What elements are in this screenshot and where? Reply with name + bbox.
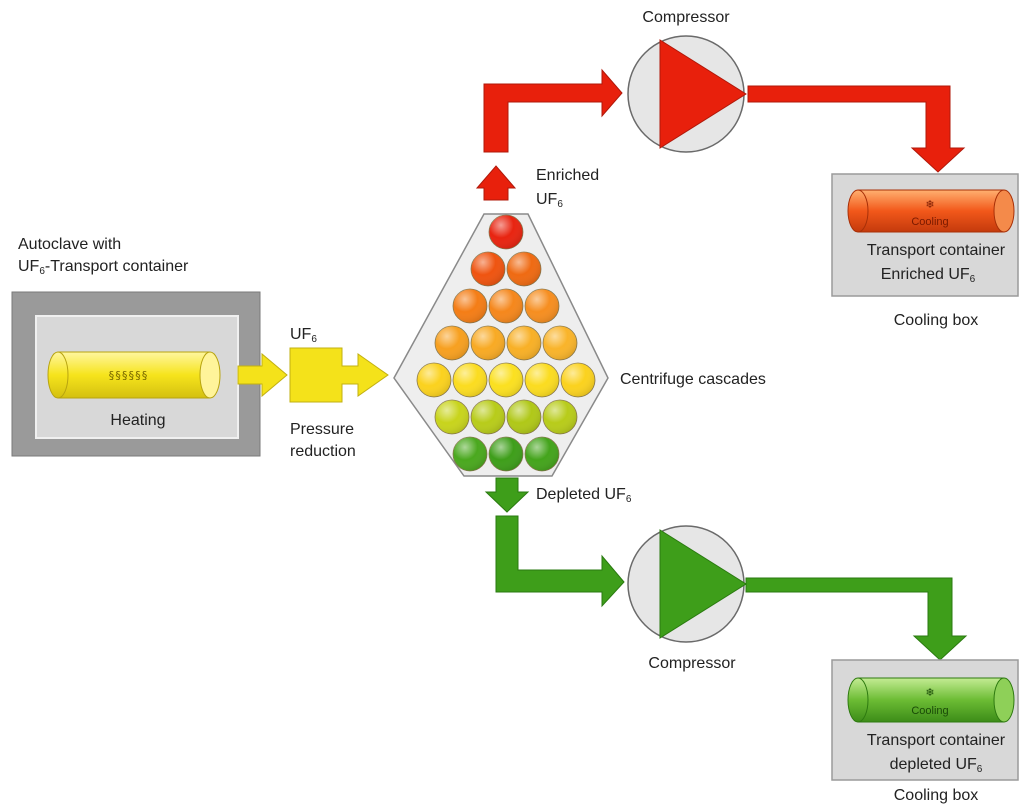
cooling-box-top: ❄ Cooling Transport container Enriched U… bbox=[831, 173, 1019, 329]
heating-label: Heating bbox=[110, 412, 165, 429]
compressor-top: Compressor bbox=[627, 9, 747, 153]
centrifuge-ball-highlight bbox=[507, 400, 541, 434]
centrifuge-ball-highlight bbox=[489, 363, 523, 397]
centrifuge-ball-highlight bbox=[543, 400, 577, 434]
pressure-label-line1: Pressure bbox=[290, 421, 354, 438]
centrifuge-ball-highlight bbox=[471, 252, 505, 286]
heating-coil-icon: §§§§§§ bbox=[108, 369, 148, 382]
depleted-exit-arrow bbox=[484, 477, 530, 513]
feed-arrow-1 bbox=[237, 352, 288, 398]
centrifuge-cascade: Centrifuge cascades bbox=[393, 213, 766, 477]
depleted-label: Depleted UF6 bbox=[536, 486, 632, 505]
centrifuge-ball-highlight bbox=[525, 437, 559, 471]
centrifuge-ball-highlight bbox=[453, 363, 487, 397]
cooling-box-bottom-line2: depleted UF6 bbox=[890, 756, 983, 775]
depleted-flow: Depleted UF6 bbox=[484, 477, 968, 661]
cylinder-cooling-label: Cooling bbox=[911, 216, 948, 228]
cylinder-cooling-label: Cooling bbox=[911, 705, 948, 717]
centrifuge-ball-highlight bbox=[471, 326, 505, 360]
depleted-pipe-to-cooling bbox=[745, 577, 968, 661]
snowflake-icon: ❄ bbox=[925, 199, 934, 211]
cascade-centrifuges bbox=[416, 214, 596, 472]
centrifuge-ball-highlight bbox=[453, 289, 487, 323]
centrifuge-ball-highlight bbox=[561, 363, 595, 397]
cooling-box-top-label: Cooling box bbox=[894, 312, 979, 329]
centrifuge-ball-highlight bbox=[507, 326, 541, 360]
pressure-label-line2: reduction bbox=[290, 443, 356, 460]
feed-cylinder: §§§§§§ bbox=[47, 351, 221, 399]
enriched-label-line1: Enriched bbox=[536, 167, 599, 184]
pressure-reduction-valve bbox=[289, 347, 389, 403]
enriched-label-line2: UF6 bbox=[536, 191, 563, 210]
depleted-cylinder: ❄ Cooling bbox=[847, 677, 1015, 723]
enriched-cylinder: ❄ Cooling bbox=[847, 189, 1015, 233]
centrifuge-ball-highlight bbox=[525, 363, 559, 397]
compressor-bottom-label: Compressor bbox=[648, 655, 736, 672]
cooling-box-bottom: ❄ Cooling Transport container depleted U… bbox=[831, 659, 1019, 804]
centrifuge-ball-highlight bbox=[525, 289, 559, 323]
depleted-pipe-to-compressor bbox=[495, 515, 625, 608]
centrifuge-ball-highlight bbox=[489, 215, 523, 249]
compressor-bottom: Compressor bbox=[627, 525, 747, 672]
centrifuge-ball-highlight bbox=[417, 363, 451, 397]
compressor-top-label: Compressor bbox=[642, 9, 730, 26]
autoclave-title-line2: UF6-Transport container bbox=[18, 258, 189, 277]
cascade-label: Centrifuge cascades bbox=[620, 371, 766, 388]
uf6-feed-label: UF6 bbox=[290, 326, 317, 345]
centrifuge-ball-highlight bbox=[471, 400, 505, 434]
cooling-box-top-line2: Enriched UF6 bbox=[881, 266, 976, 285]
compressor-bottom-triangle-icon bbox=[659, 529, 747, 639]
enriched-flow: Enriched UF6 bbox=[475, 68, 966, 210]
enriched-exit-arrow bbox=[475, 165, 517, 201]
centrifuge-ball-highlight bbox=[435, 326, 469, 360]
compressor-top-triangle-icon bbox=[659, 39, 747, 149]
centrifuge-ball-highlight bbox=[489, 437, 523, 471]
centrifuge-ball-highlight bbox=[435, 400, 469, 434]
centrifuge-ball-highlight bbox=[453, 437, 487, 471]
centrifuge-ball-highlight bbox=[543, 326, 577, 360]
cooling-box-top-line1: Transport container bbox=[867, 242, 1006, 259]
autoclave-title-line1: Autoclave with bbox=[18, 236, 121, 253]
cooling-box-bottom-line1: Transport container bbox=[867, 732, 1006, 749]
centrifuge-ball-highlight bbox=[507, 252, 541, 286]
snowflake-icon: ❄ bbox=[925, 687, 934, 699]
enriched-pipe-to-compressor bbox=[483, 68, 623, 153]
enriched-pipe-to-cooling bbox=[747, 85, 966, 173]
centrifuge-ball-highlight bbox=[489, 289, 523, 323]
feed-flow: UF6 Pressure reduction bbox=[237, 326, 389, 460]
autoclave: §§§§§§ Heating Autoclave with UF6-Transp… bbox=[11, 236, 261, 457]
cooling-box-bottom-label: Cooling box bbox=[894, 787, 979, 804]
